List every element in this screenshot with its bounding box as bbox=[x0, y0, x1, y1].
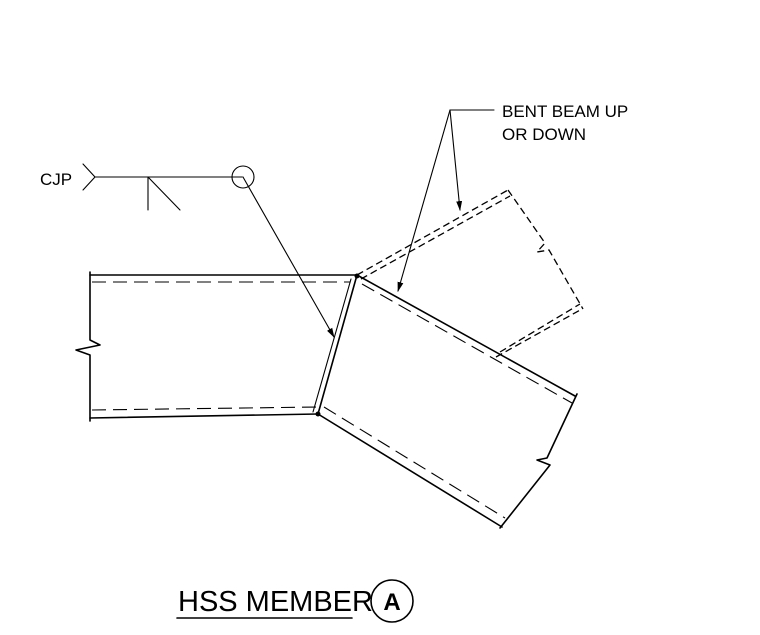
angled-bottom-edge bbox=[317, 413, 503, 528]
alt-break-line bbox=[507, 189, 584, 310]
bent-beam-callout: BENT BEAM UP OR DOWN bbox=[397, 102, 628, 292]
angled-hss-member bbox=[317, 274, 578, 529]
member-break-line bbox=[75, 271, 101, 422]
weld-all-around-circle bbox=[231, 165, 255, 189]
callout-arrow-dashed-member bbox=[449, 109, 463, 211]
detail-mark-letter: A bbox=[383, 589, 400, 616]
bevel-symbol-diagonal bbox=[147, 176, 181, 211]
joint-edge bbox=[317, 274, 358, 415]
callout-arrow-solid-member bbox=[397, 109, 451, 292]
horizontal-hss-member bbox=[75, 271, 358, 422]
member-bottom-edge bbox=[89, 413, 319, 419]
angled-top-inner-wall bbox=[361, 283, 573, 404]
member-bottom-inner-wall bbox=[91, 406, 319, 411]
weld-symbol: CJP bbox=[40, 163, 335, 338]
title-text: HSS MEMBER bbox=[178, 586, 373, 618]
callout-line-1: BENT BEAM UP bbox=[502, 102, 628, 121]
weld-tail bbox=[82, 163, 96, 191]
alt-bottom-edge-inner bbox=[499, 303, 581, 353]
alternate-bent-position bbox=[356, 189, 584, 358]
angled-top-edge bbox=[356, 274, 576, 397]
weld-symbol-label: CJP bbox=[40, 170, 72, 189]
weld-bevel-line bbox=[312, 278, 352, 413]
alt-top-edge-outer bbox=[356, 189, 509, 276]
weld-leader-arrow bbox=[242, 176, 335, 338]
angled-break-line bbox=[499, 393, 578, 529]
alt-bottom-edge-outer bbox=[495, 308, 583, 358]
alt-top-edge-inner bbox=[360, 195, 511, 280]
detail-title: HSS MEMBER A bbox=[176, 579, 414, 623]
callout-line-2: OR DOWN bbox=[502, 125, 586, 144]
cjp-weld-joint bbox=[312, 273, 360, 417]
angled-bottom-inner-wall bbox=[323, 406, 506, 519]
detail-mark-circle bbox=[370, 579, 414, 623]
